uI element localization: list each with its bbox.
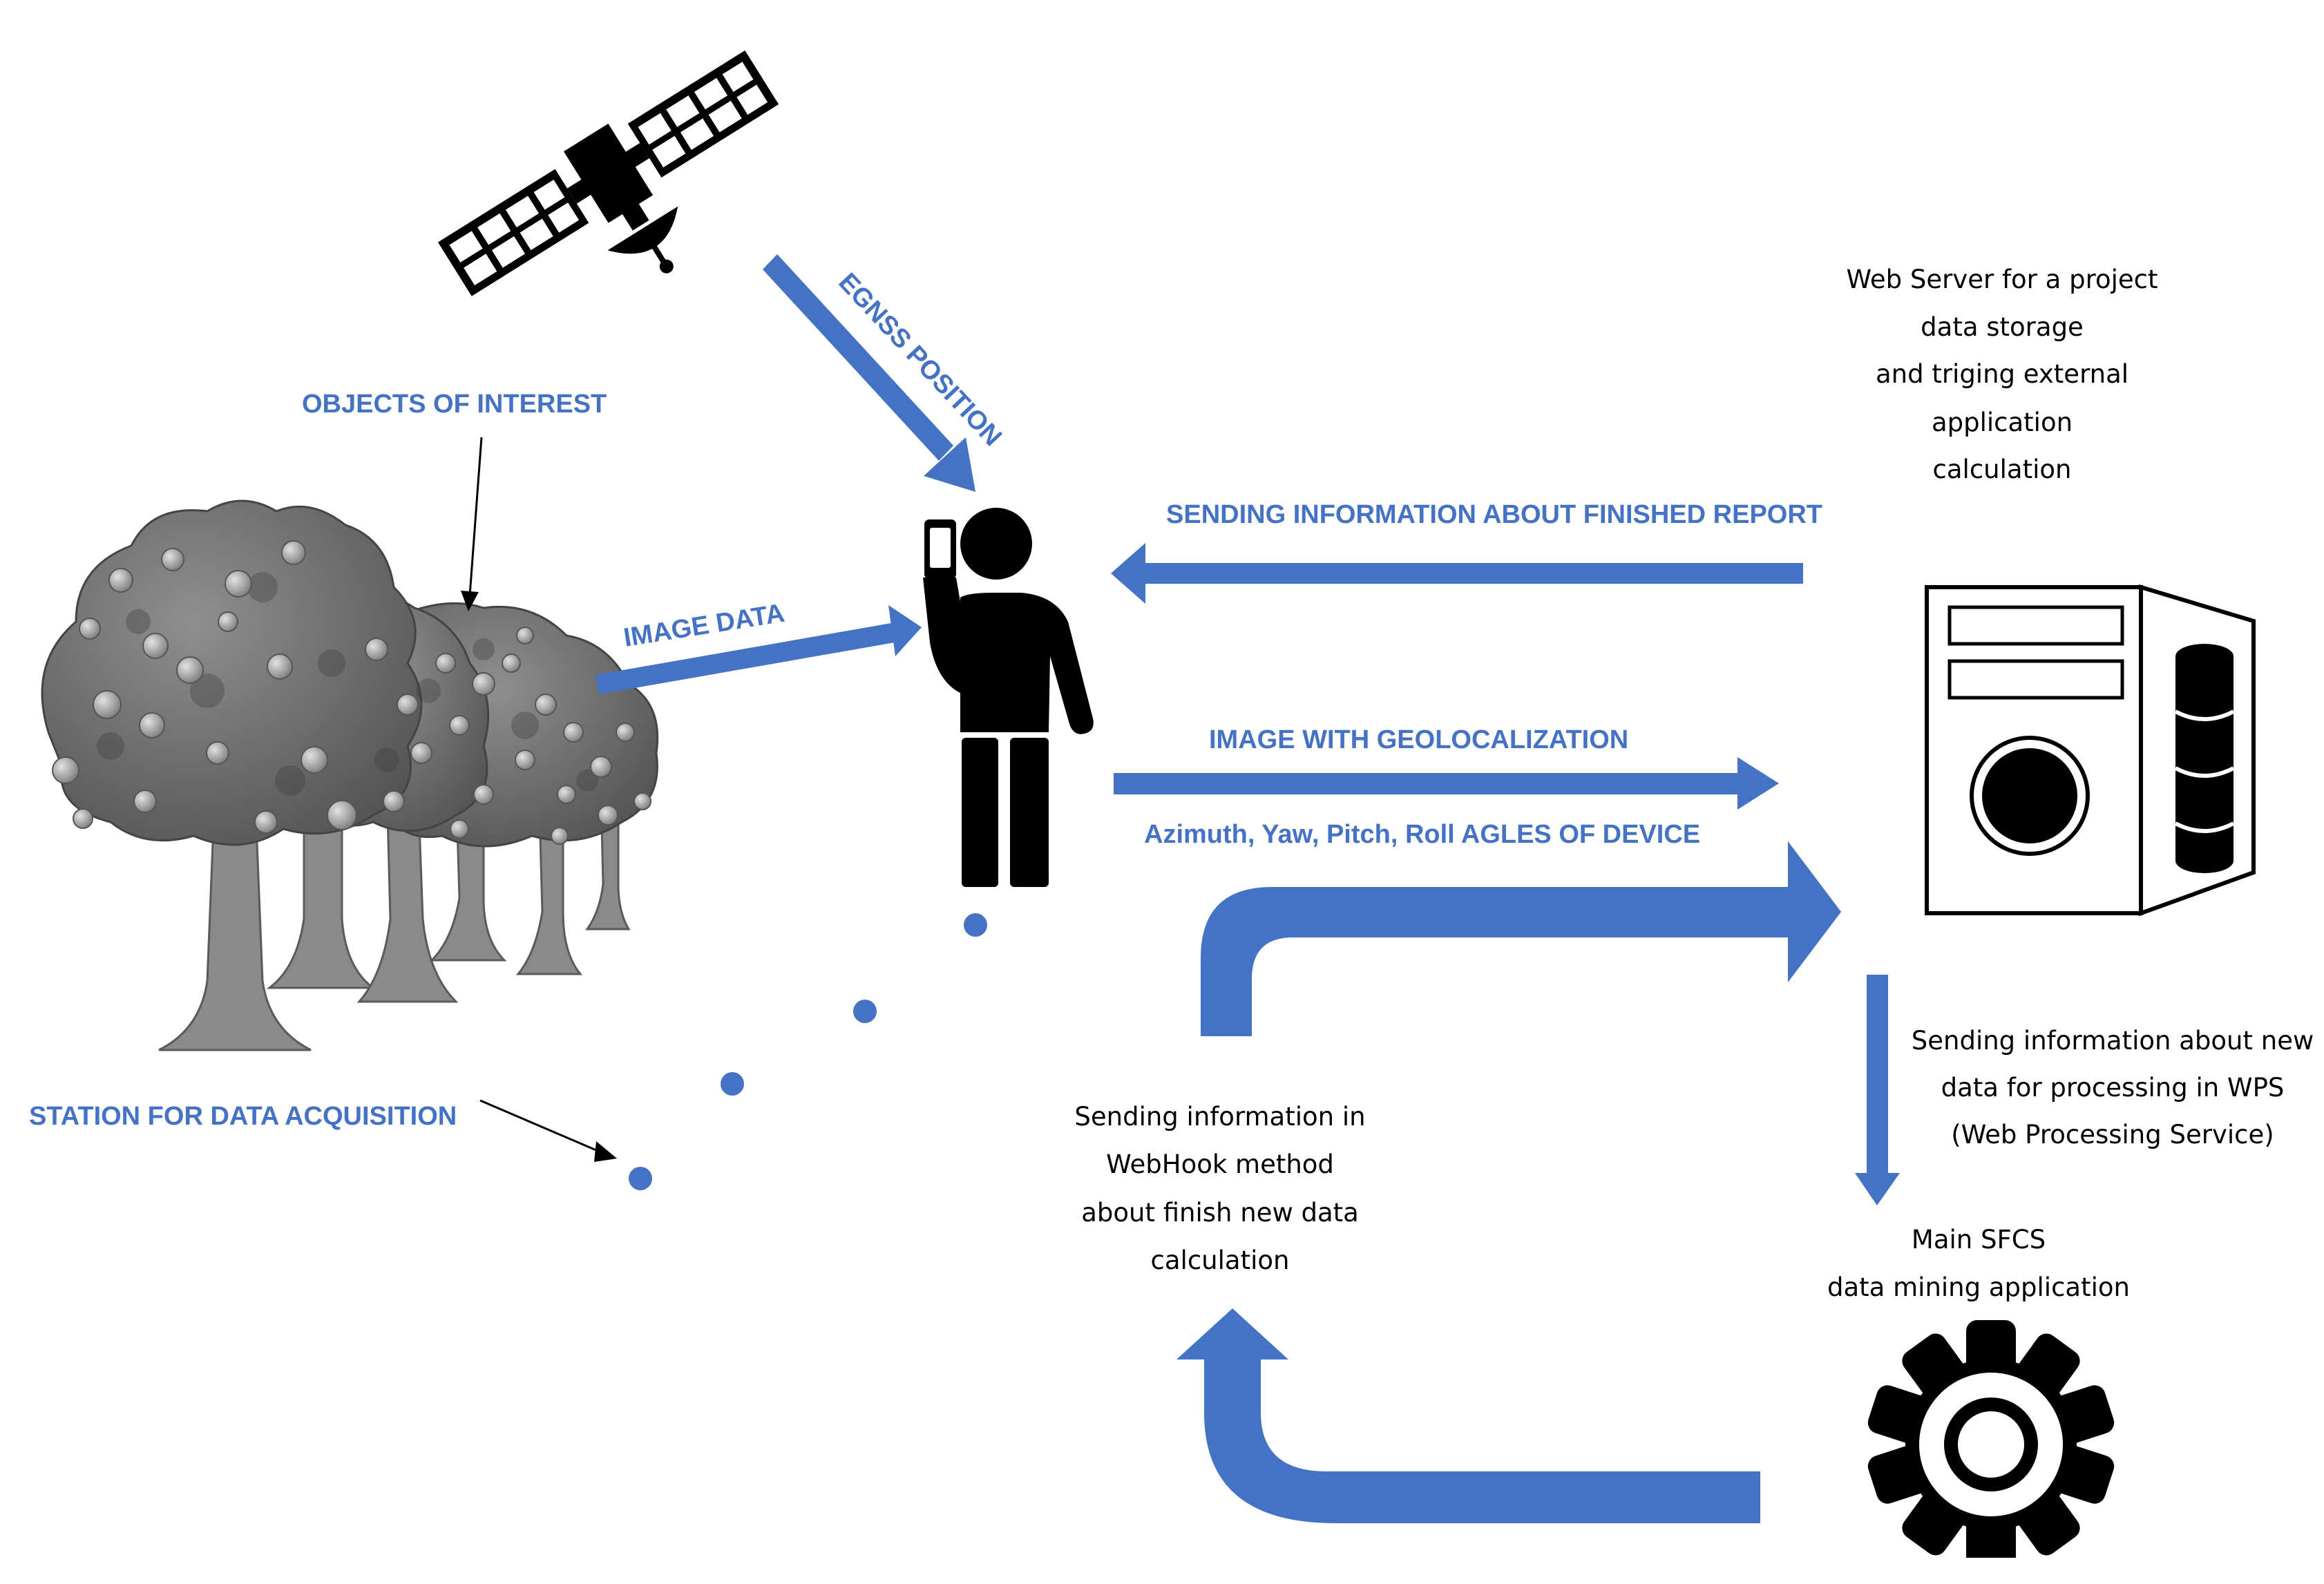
main-application-label: Main SFCS data mining application xyxy=(1827,1225,2130,1302)
web-server-line: Web Server for a project xyxy=(1846,265,2158,294)
angles-arrow xyxy=(1201,841,1841,1036)
satellite-icon xyxy=(437,50,779,296)
image-geolocalization-label: IMAGE WITH GEOLOCALIZATION xyxy=(1209,725,1628,754)
objects-pointer-arrow xyxy=(461,437,483,611)
wps-message: Sending information about new data for p… xyxy=(1912,1026,2314,1149)
webhook-arrow xyxy=(1177,1308,1760,1523)
web-server-line: application xyxy=(1932,408,2073,437)
webhook-message-line: Sending information in xyxy=(1074,1102,1365,1132)
main-app-line: data mining application xyxy=(1827,1272,2130,1302)
wps-message-line: Sending information about new xyxy=(1912,1026,2314,1056)
webhook-message-line: about finish new data xyxy=(1081,1198,1359,1228)
tree-group-icon xyxy=(41,499,659,1051)
station-label: STATION FOR DATA ACQUISITION xyxy=(29,1102,457,1131)
egnss-arrow xyxy=(763,254,975,492)
wps-arrow xyxy=(1855,975,1900,1205)
webhook-message-line: calculation xyxy=(1151,1246,1290,1275)
server-icon xyxy=(1925,584,2256,917)
wps-message-line: data for processing in WPS xyxy=(1941,1073,2285,1103)
image-data-arrow xyxy=(596,605,922,694)
webhook-message-line: WebHook method xyxy=(1106,1149,1334,1179)
angles-label: Azimuth, Yaw, Pitch, Roll AGLES OF DEVIC… xyxy=(1144,820,1700,849)
finished-report-arrow xyxy=(1111,543,1803,604)
image-data-label: IMAGE DATA xyxy=(622,599,787,653)
wps-message-line: (Web Processing Service) xyxy=(1951,1120,2274,1149)
person-with-phone-icon xyxy=(923,508,1094,887)
web-server-line: data storage xyxy=(1921,312,2084,342)
gear-icon xyxy=(1867,1320,2115,1569)
webhook-message: Sending information in WebHook method ab… xyxy=(1074,1102,1365,1275)
finished-report-label: SENDING INFORMATION ABOUT FINISHED REPOR… xyxy=(1166,500,1822,529)
geolocalization-arrow xyxy=(1114,757,1779,810)
web-server-line: and triging external xyxy=(1876,359,2128,389)
objects-of-interest-label: OBJECTS OF INTEREST xyxy=(302,390,607,419)
web-server-line: calculation xyxy=(1933,455,2072,484)
main-app-line: Main SFCS xyxy=(1912,1225,2046,1254)
web-server-description: Web Server for a project data storage an… xyxy=(1846,265,2158,484)
acquisition-path-dots xyxy=(629,913,987,1190)
station-pointer-arrow xyxy=(479,1099,617,1162)
